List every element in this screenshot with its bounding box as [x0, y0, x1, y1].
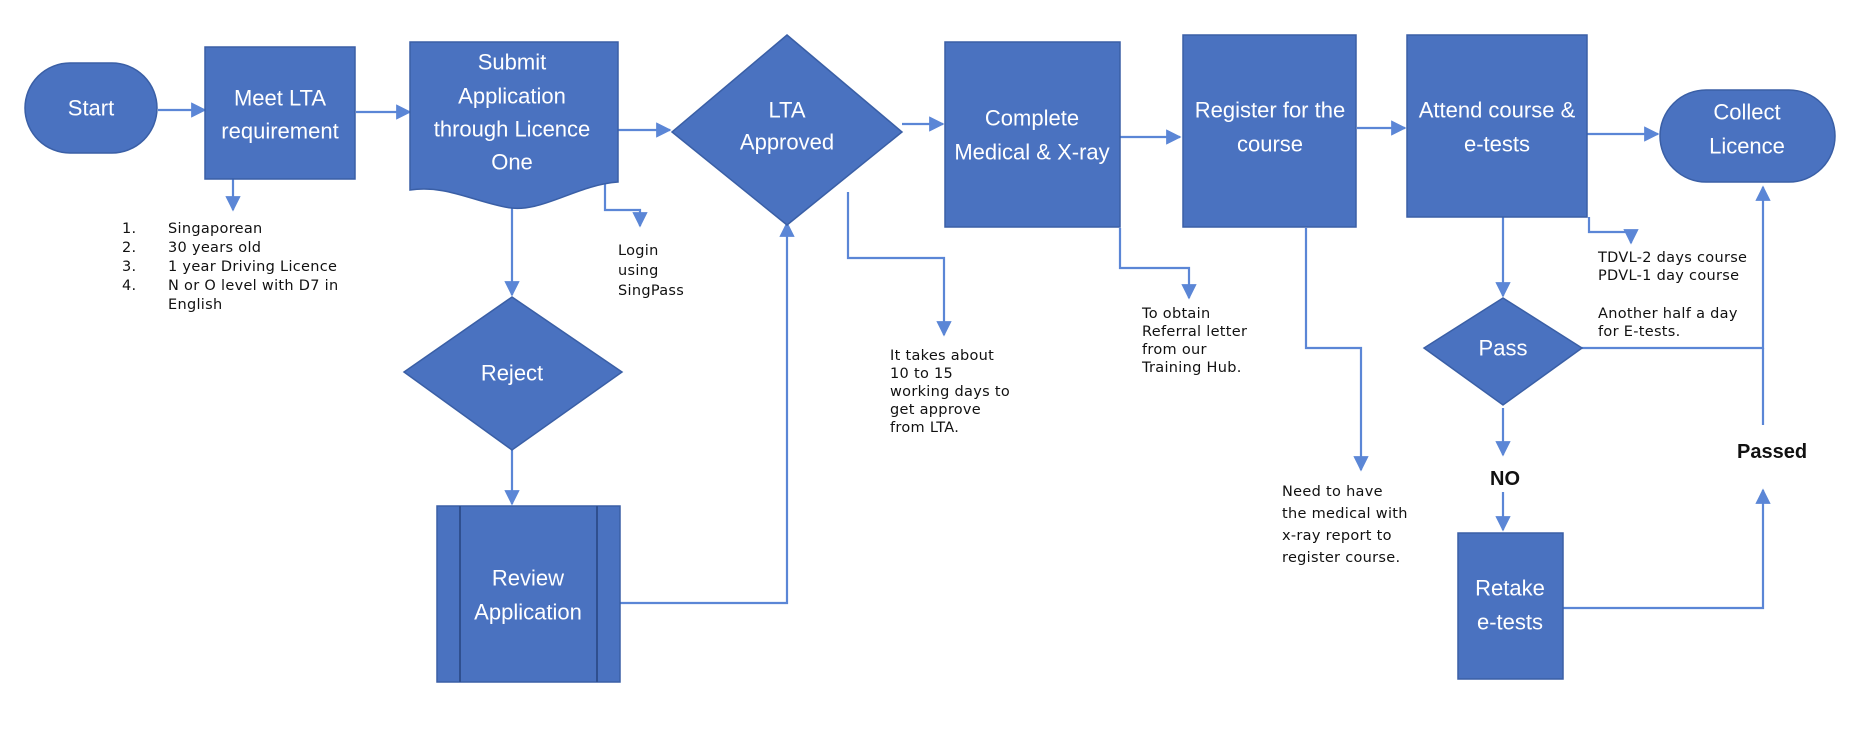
lta-approved-label-1: LTA — [768, 98, 805, 123]
collect-label-2: Licence — [1709, 134, 1785, 159]
passed-label: Passed — [1737, 441, 1807, 463]
approval-line-3: working days to — [890, 384, 1010, 400]
requirement-item-2: 30 years old — [168, 240, 261, 256]
register-label-1: Register for the — [1195, 98, 1345, 123]
medical-note-line-1: Need to have — [1282, 484, 1383, 500]
referral-line-4: Training Hub. — [1141, 360, 1242, 376]
medical-required-note: Need to have the medical with x-ray repo… — [1282, 484, 1408, 566]
approval-line-4: get approve — [890, 402, 981, 418]
review-label-2: Application — [474, 600, 582, 625]
arrow-attend-to-course-note — [1587, 217, 1639, 245]
review-label-1: Review — [492, 566, 564, 591]
arrow-review-to-lta — [620, 221, 795, 605]
register-label-2: course — [1237, 132, 1303, 157]
complete-medical-label-2: Medical & X-ray — [954, 140, 1109, 165]
collect-licence-node: Collect Licence — [1659, 89, 1836, 183]
reject-diamond — [402, 296, 624, 451]
requirement-item-4-cont: English — [168, 297, 222, 313]
start-label: Start — [68, 96, 114, 121]
lta-approved-diamond — [670, 34, 904, 226]
pass-diamond — [1422, 297, 1584, 406]
retake-box — [1457, 532, 1564, 680]
approval-line-1: It takes about — [890, 348, 994, 364]
course-line-1: TDVL-2 days course — [1597, 250, 1747, 266]
submit-label-3: through Licence — [434, 117, 591, 142]
medical-note-line-4: register course. — [1282, 550, 1400, 566]
medical-note-line-2: the medical with — [1282, 506, 1408, 522]
arrow-medical-to-referral — [1118, 228, 1197, 300]
approval-line-5: from LTA. — [890, 420, 959, 436]
login-line-1: Login — [618, 243, 659, 259]
review-application-box — [436, 505, 621, 683]
retake-label-1: Retake — [1475, 576, 1545, 601]
retake-label-2: e-tests — [1477, 610, 1543, 635]
pass-node: Pass — [1422, 297, 1584, 406]
requirement-num-3: 3. — [122, 259, 136, 275]
attend-label-2: e-tests — [1464, 132, 1530, 157]
course-line-2: PDVL-1 day course — [1598, 268, 1739, 284]
requirements-note: 1. Singaporean 2. 30 years old 3. 1 year… — [122, 221, 339, 313]
review-application-node: Review Application — [436, 505, 621, 683]
lta-approved-node: LTA Approved — [670, 34, 904, 226]
register-course-node: Register for the course — [1182, 34, 1357, 228]
collect-label-1: Collect — [1713, 100, 1780, 125]
meet-lta-node: Meet LTA requirement — [204, 46, 356, 180]
course-line-5: for E-tests. — [1598, 324, 1681, 340]
submit-label-1: Submit — [478, 50, 546, 75]
complete-medical-node: Complete Medical & X-ray — [944, 41, 1121, 228]
attend-course-box — [1406, 34, 1588, 218]
meet-lta-label-1: Meet LTA — [234, 86, 326, 111]
submit-application-node: Submit Application through Licence One — [409, 41, 619, 209]
lta-approved-label-2: Approved — [740, 130, 834, 155]
collect-licence-terminator — [1659, 89, 1836, 183]
approval-time-note: It takes about 10 to 15 working days to … — [890, 348, 1010, 436]
login-note: Login using SingPass — [618, 243, 684, 299]
medical-note-line-3: x-ray report to — [1282, 528, 1392, 544]
complete-medical-label-1: Complete — [985, 106, 1079, 131]
requirement-item-4: N or O level with D7 in — [168, 278, 339, 294]
start-terminator — [24, 62, 158, 154]
login-line-2: using — [618, 263, 659, 279]
arrow-register-to-medical-note — [1304, 228, 1369, 472]
submit-label-4: One — [491, 150, 533, 175]
referral-line-1: To obtain — [1141, 306, 1210, 322]
connectors — [158, 102, 1771, 610]
meet-lta-box — [204, 46, 356, 180]
reject-label: Reject — [481, 361, 543, 386]
meet-lta-label-2: requirement — [221, 119, 338, 144]
no-label: NO — [1490, 468, 1520, 490]
arrow-submit-to-login — [603, 183, 648, 228]
requirement-item-1: Singaporean — [168, 221, 263, 237]
requirement-num-4: 4. — [122, 278, 136, 294]
arrow-lta-to-approval-note — [846, 192, 952, 337]
register-course-box — [1182, 34, 1357, 228]
start-node: Start — [24, 62, 158, 154]
pass-label: Pass — [1479, 336, 1528, 361]
requirement-num-2: 2. — [122, 240, 136, 256]
submit-application-document — [409, 41, 619, 209]
referral-note: To obtain Referral letter from our Train… — [1141, 306, 1247, 376]
retake-node: Retake e-tests — [1457, 532, 1564, 680]
course-line-4: Another half a day — [1598, 306, 1738, 322]
login-line-3: SingPass — [618, 283, 684, 299]
submit-label-2: Application — [458, 84, 566, 109]
arrow-retake-to-passed — [1563, 488, 1771, 610]
complete-medical-box — [944, 41, 1121, 228]
requirement-item-3: 1 year Driving Licence — [168, 259, 337, 275]
attend-course-node: Attend course & e-tests — [1406, 34, 1588, 218]
referral-line-2: Referral letter — [1142, 324, 1247, 340]
reject-node: Reject — [402, 296, 624, 451]
requirement-num-1: 1. — [122, 221, 136, 237]
approval-line-2: 10 to 15 — [890, 366, 953, 382]
referral-line-3: from our — [1142, 342, 1207, 358]
course-duration-note: TDVL-2 days course PDVL-1 day course Ano… — [1597, 250, 1747, 340]
attend-label-1: Attend course & — [1419, 98, 1576, 123]
